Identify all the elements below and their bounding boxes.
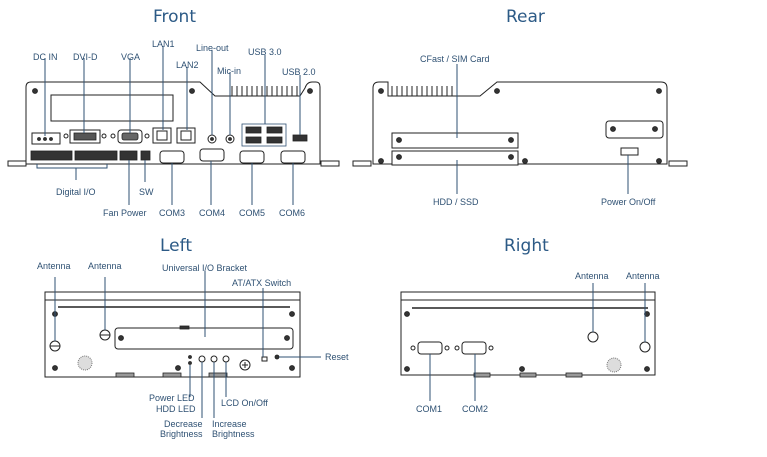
- label-lan1: LAN1: [152, 39, 175, 49]
- usb30-port: [245, 126, 262, 134]
- label-increase-brightness-line1: Increase: [212, 419, 247, 429]
- hdd-ssd-cover: [391, 150, 519, 166]
- label-decrease-brightness: Decrease Brightness: [160, 419, 203, 439]
- label-dvi-d: DVI-D: [73, 52, 98, 62]
- left-chassis: [44, 291, 301, 378]
- label-usb20: USB 2.0: [282, 67, 316, 77]
- label-lcd-onoff: LCD On/Off: [221, 398, 268, 408]
- com2-port: [461, 341, 487, 355]
- left-leader-lines: [54, 271, 321, 418]
- left-speaker-grille: [77, 355, 93, 371]
- digital-io-terminal-1: [30, 150, 73, 161]
- label-com6: COM6: [279, 208, 306, 218]
- power-switch: [620, 147, 639, 156]
- right-chassis: [400, 291, 656, 378]
- right-view-title: Right: [504, 236, 549, 256]
- label-usb30: USB 3.0: [248, 47, 282, 57]
- usb30-group: [241, 123, 287, 147]
- power-led: [188, 355, 192, 359]
- com3-port: [159, 150, 185, 164]
- right-antenna-1: [587, 331, 599, 343]
- com1-port: [417, 341, 443, 355]
- usb30-port: [266, 136, 283, 144]
- label-reset: Reset: [325, 352, 349, 362]
- label-com5: COM5: [239, 208, 266, 218]
- rear-view-title: Rear: [506, 7, 545, 27]
- front-leader-lines: [36, 46, 301, 205]
- label-left-antenna-2: Antenna: [88, 261, 122, 271]
- right-speaker-grille: [606, 357, 622, 373]
- rear-chassis: [352, 81, 688, 167]
- front-expansion-slot: [50, 94, 174, 122]
- front-heatsink-fins: [231, 86, 298, 96]
- sw-terminal: [140, 150, 151, 161]
- com6-port: [280, 150, 306, 164]
- left-view-title: Left: [160, 236, 192, 256]
- label-decrease-brightness-line2: Brightness: [160, 429, 203, 439]
- label-line-out: Line-out: [196, 43, 229, 53]
- usb30-port: [266, 126, 283, 134]
- increase-brightness-button: [210, 355, 218, 363]
- right-leader-lines: [429, 283, 646, 401]
- rear-leader-lines: [456, 64, 629, 194]
- usb20-port: [292, 134, 308, 142]
- label-increase-brightness-line2: Brightness: [212, 429, 255, 439]
- right-antenna-2: [639, 341, 651, 353]
- label-increase-brightness: Increase Brightness: [212, 419, 255, 439]
- label-hdd-led: HDD LED: [156, 404, 196, 414]
- rear-heatsink-fins: [391, 86, 453, 96]
- label-cfast-sim: CFast / SIM Card: [420, 54, 490, 64]
- label-dc-in: DC IN: [33, 52, 58, 62]
- front-right-foot: [320, 160, 340, 167]
- label-at-atx-switch: AT/ATX Switch: [232, 278, 292, 288]
- lcd-onoff-button: [222, 355, 230, 363]
- hdd-led: [188, 361, 192, 365]
- label-sw: SW: [139, 187, 154, 197]
- fan-power-terminal: [119, 150, 138, 161]
- usb30-port: [245, 136, 262, 144]
- universal-io-bracket: [114, 327, 294, 350]
- label-com4: COM4: [199, 208, 226, 218]
- cfast-sim-cover: [391, 132, 519, 149]
- label-left-antenna-1: Antenna: [37, 261, 71, 271]
- com5-port: [239, 150, 265, 164]
- digital-io-terminal-2: [74, 150, 118, 161]
- label-hdd-ssd: HDD / SSD: [433, 197, 479, 207]
- label-right-antenna-1: Antenna: [575, 271, 609, 281]
- label-decrease-brightness-line1: Decrease: [164, 419, 203, 429]
- label-digital-io: Digital I/O: [56, 187, 96, 197]
- front-screw: [307, 88, 313, 94]
- label-com3: COM3: [159, 208, 186, 218]
- front-screw: [32, 88, 38, 94]
- com4-port: [199, 148, 225, 162]
- front-chassis: [7, 81, 340, 167]
- rear-blank-cover: [605, 120, 664, 139]
- label-power-led: Power LED: [149, 393, 195, 403]
- front-view-title: Front: [153, 7, 196, 27]
- label-power-onoff: Power On/Off: [601, 197, 656, 207]
- label-mic-in: Mic-in: [217, 66, 241, 76]
- at-atx-switch: [261, 356, 268, 362]
- decrease-brightness-button: [198, 355, 206, 363]
- label-fan-power: Fan Power: [103, 208, 147, 218]
- label-vga: VGA: [121, 52, 141, 62]
- label-right-antenna-2: Antenna: [626, 271, 660, 281]
- front-screw: [189, 88, 195, 94]
- label-com1: COM1: [416, 404, 443, 414]
- label-lan2: LAN2: [176, 60, 199, 70]
- front-left-foot: [7, 160, 27, 167]
- reset-button: [274, 354, 280, 360]
- label-com2: COM2: [462, 404, 489, 414]
- label-universal-io: Universal I/O Bracket: [162, 263, 248, 273]
